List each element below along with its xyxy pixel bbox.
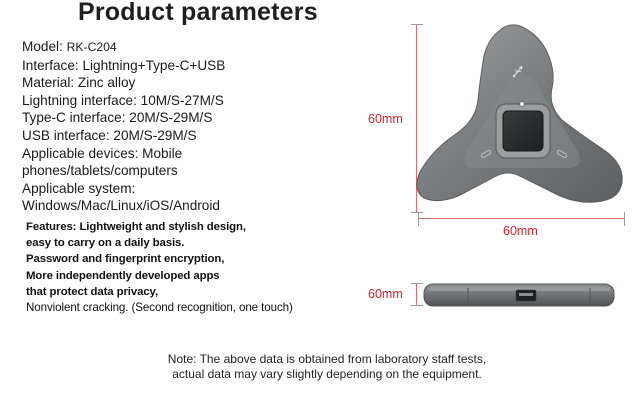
spec-key: Applicable system: [22, 180, 136, 196]
spec-key: USB interface: [22, 127, 114, 143]
feature-list: Features: Lightweight and stylish design… [26, 219, 293, 316]
dimension-width-label: 60mm [503, 224, 538, 238]
spec-material: Material: Zinc alloy [22, 74, 225, 92]
feature-line: Features: Lightweight and stylish design… [26, 221, 246, 233]
spec-devices: Applicable devices: Mobile [22, 145, 225, 163]
led-indicator [519, 101, 525, 107]
feature-line: More independently developed apps [26, 269, 220, 282]
spec-key: Lightning interface: [22, 92, 141, 108]
feature-line: Password and fingerprint encryption, [26, 253, 225, 266]
spec-devices-cont: phones/tablets/computers [22, 162, 225, 180]
lightning-port-icon [481, 150, 491, 158]
spec-interface: Interface: Lightning+Type-C+USB [22, 57, 225, 75]
spec-value: Lightning+Type-C+USB [82, 57, 226, 73]
dimension-side-label: 60mm [368, 287, 403, 301]
side-view-highlight [428, 287, 610, 291]
dimension-tick [411, 305, 423, 306]
spec-system-cont: Windows/Mac/Linux/iOS/Android [22, 197, 225, 215]
spec-value: phones/tablets/computers [22, 163, 178, 179]
spec-value: Windows/Mac/Linux/iOS/Android [22, 198, 220, 214]
typec-port-icon [557, 150, 567, 158]
spec-value: Zinc alloy [77, 75, 136, 91]
dimension-line-vertical [416, 25, 417, 212]
spec-value: 20M/S-29M/S [129, 110, 213, 126]
spec-system: Applicable system: [22, 180, 225, 198]
spec-key: Interface: [22, 57, 83, 73]
feature-line: Nonviolent cracking. (Second recognition… [26, 301, 293, 315]
spec-lightning: Lightning interface: 10M/S-27M/S [22, 92, 225, 110]
feature-line: that protect data privacy, [26, 285, 159, 298]
spec-usb: USB interface: 20M/S-29M/S [22, 127, 225, 145]
dimension-tick [411, 283, 423, 284]
page-title: Product parameters [78, 0, 318, 26]
spec-key: Model: [22, 39, 67, 54]
spec-key: Material: [22, 75, 78, 91]
dimension-tick [418, 212, 419, 226]
spec-value: Mobile [142, 145, 183, 161]
spec-list: Model: RK-C204 Interface: Lightning+Type… [22, 38, 225, 215]
note-line: actual data may vary slightly depending … [172, 367, 482, 381]
note-line: Note: The above data is obtained from la… [167, 352, 487, 366]
disclaimer-note: Note: The above data is obtained from la… [0, 352, 640, 382]
dimension-line-horizontal [419, 218, 624, 219]
fingerprint-sensor[interactable] [502, 110, 544, 152]
spec-value: 20M/S-29M/S [113, 127, 197, 143]
spec-model: Model: RK-C204 [22, 38, 225, 57]
dimension-line-side [416, 284, 417, 305]
spec-value: RK-C204 [66, 40, 117, 54]
usb-port-tongue [519, 293, 533, 296]
spec-key: Type-C interface: [22, 110, 130, 126]
feature-line: easy to carry on a daily basis. [26, 237, 185, 250]
dimension-tick [411, 24, 423, 25]
usb-icon [512, 66, 523, 78]
spec-key: Applicable devices: [22, 145, 143, 161]
dimension-height-label: 60mm [368, 112, 403, 126]
spec-value: 10M/S-27M/S [140, 92, 224, 108]
spec-typec: Type-C interface: 20M/S-29M/S [22, 109, 225, 127]
dimension-tick [624, 212, 625, 226]
dimension-tick [411, 212, 423, 213]
